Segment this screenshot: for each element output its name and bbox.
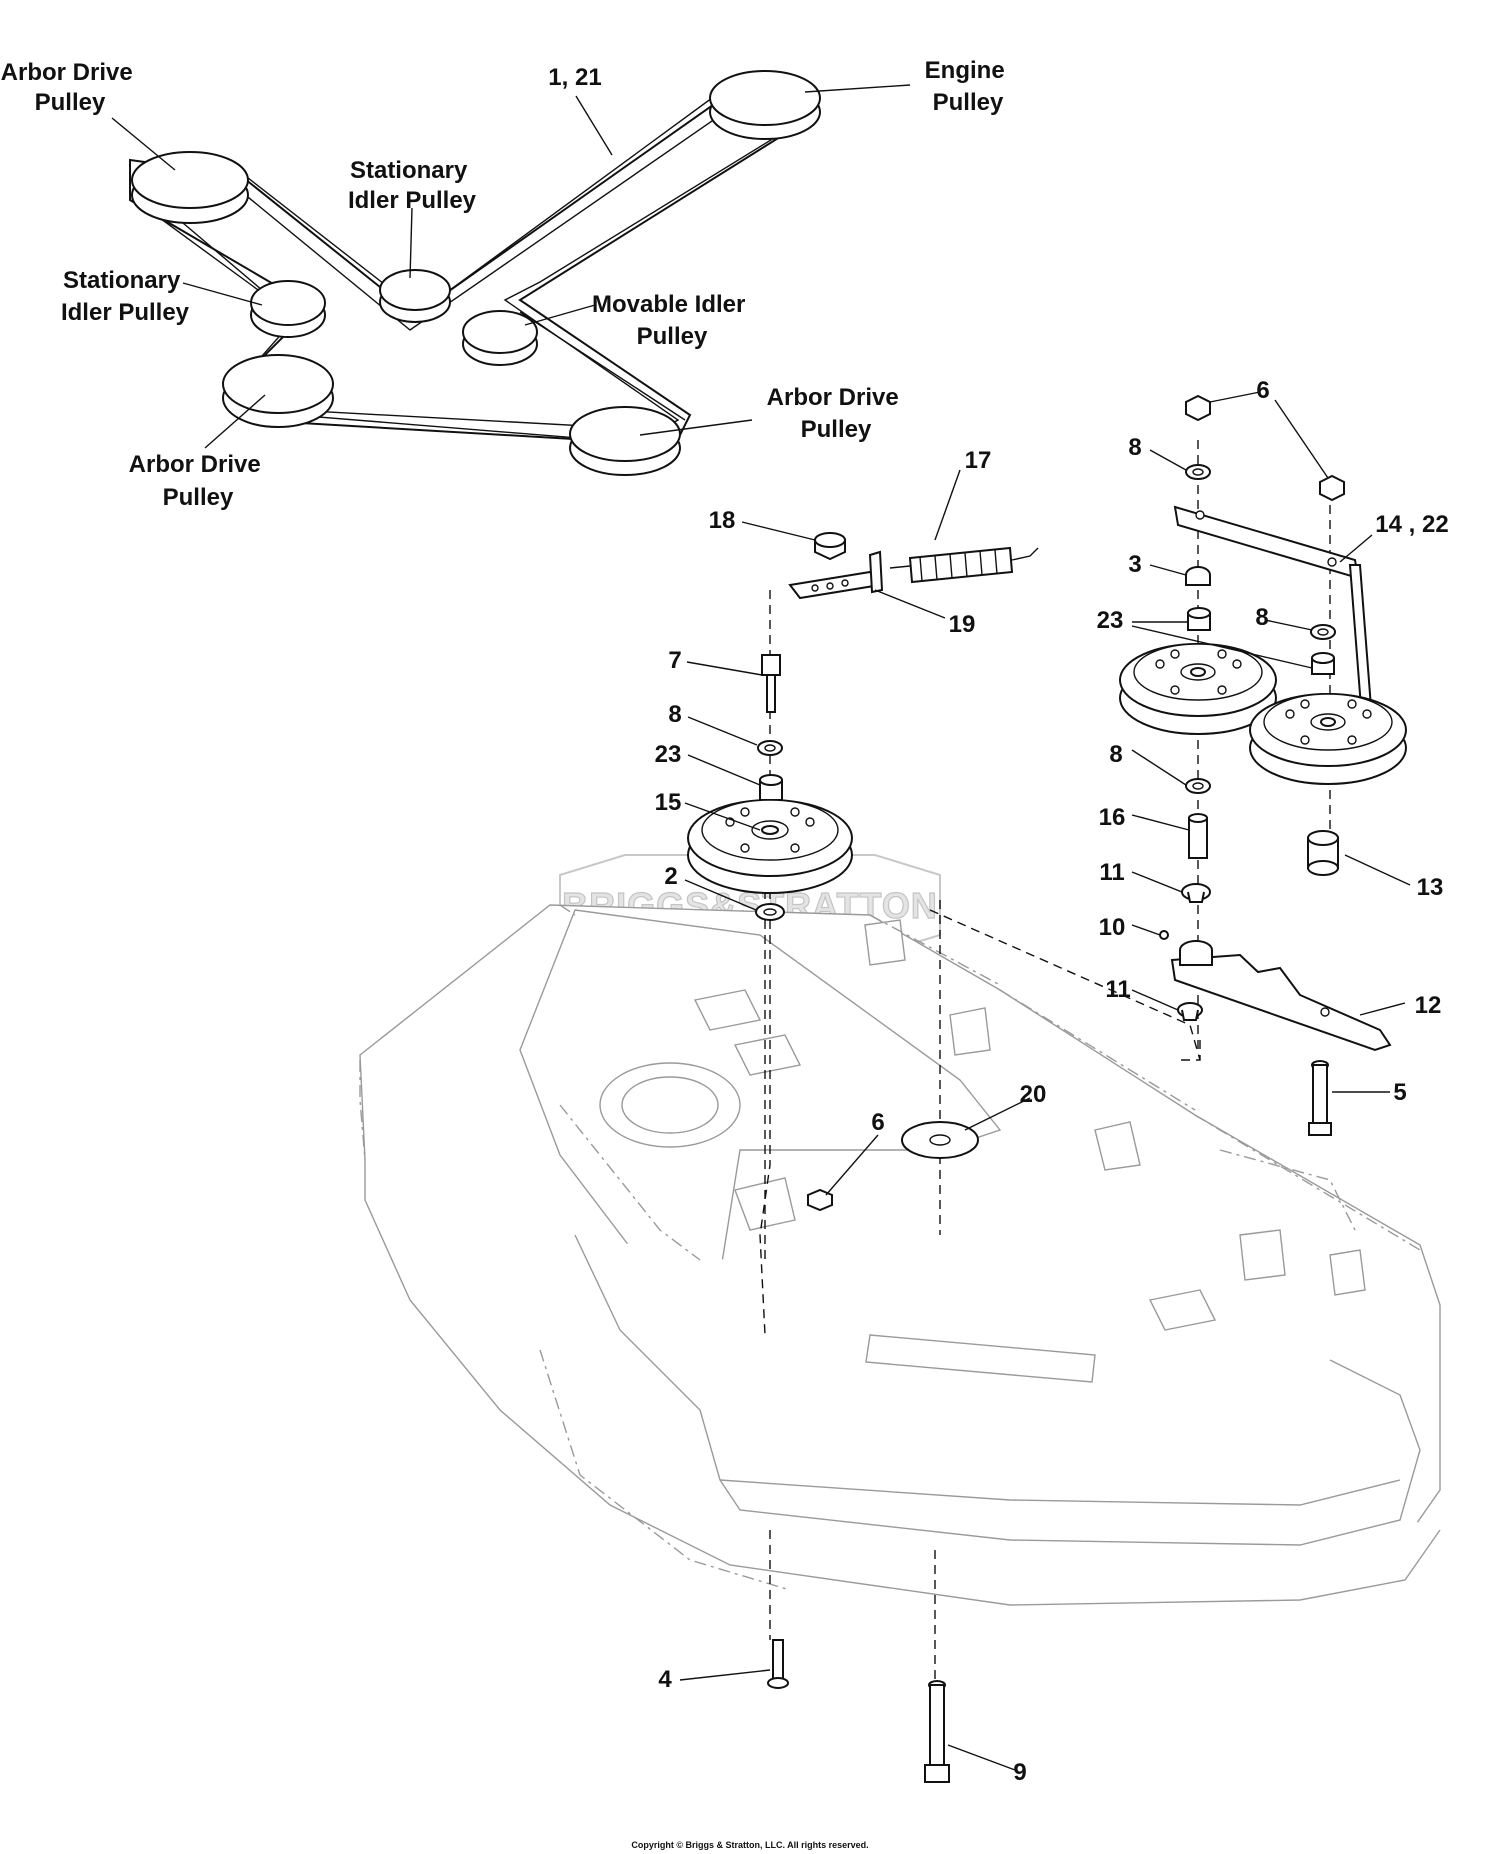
- part-14-22-idler-arm: [1173, 505, 1374, 721]
- label-part-6-top: 6: [1256, 377, 1269, 404]
- label-part-14-22: 14 , 22: [1375, 511, 1448, 538]
- leader-engine: [804, 84, 911, 93]
- label-part-8-right-mid: 8: [1255, 604, 1268, 631]
- label-part-23-right: 23: [1097, 607, 1124, 634]
- leader-stationary-left: [182, 282, 263, 306]
- arbor-drive-pulley-top-left: [131, 151, 249, 224]
- part-11-bushing-top: [1181, 883, 1211, 903]
- callout-engine-pulley: Engine Pulley: [925, 57, 1012, 116]
- part-10-fitting: [1159, 930, 1169, 940]
- label-part-18: 18: [709, 507, 736, 534]
- part-number-labels: 17 18 19 7 8 23 15 2 6 20 4 9 6 8 14 , 2…: [655, 377, 1449, 1786]
- idler-pulley-right-a: [1119, 643, 1277, 735]
- label-part-16: 16: [1099, 804, 1126, 831]
- part-7-bolt: [761, 654, 781, 713]
- part-13-spacer: [1307, 830, 1339, 876]
- part-5-bolt: [1308, 1060, 1332, 1136]
- part-23-spacer-left: [759, 774, 783, 801]
- leader-stationary-top: [409, 207, 413, 279]
- part-12-pivot-arm: [1170, 940, 1392, 1052]
- label-part-8-left: 8: [668, 701, 681, 728]
- left-idler-assembly: [687, 531, 1201, 1783]
- label-part-7: 7: [668, 647, 681, 674]
- label-part-15: 15: [655, 789, 682, 816]
- engine-pulley: [709, 70, 821, 140]
- label-part-9: 9: [1013, 1759, 1026, 1786]
- movable-idler-pulley: [462, 310, 538, 366]
- part-19-bracket: [788, 550, 884, 600]
- part-6-nut-top-right: [1319, 474, 1345, 502]
- callout-belt-ref: 1, 21: [548, 64, 601, 91]
- label-part-3: 3: [1128, 551, 1141, 578]
- part-3-bearing: [1185, 566, 1211, 586]
- part-8-washer-right-low: [1185, 778, 1211, 794]
- leader-movable: [524, 304, 596, 326]
- part-8-washer-left: [757, 740, 783, 756]
- label-part-8-right-top: 8: [1128, 434, 1141, 461]
- label-part-2: 2: [664, 863, 677, 890]
- stationary-idler-pulley-left: [250, 280, 326, 338]
- label-part-5: 5: [1393, 1079, 1406, 1106]
- label-part-23-left: 23: [655, 741, 682, 768]
- callout-arbor-drive-pulley-right: Arbor Drive Pulley: [767, 384, 906, 443]
- part-17-spring: [889, 546, 1039, 584]
- callout-movable-idler-pulley: Movable Idler Pulley: [592, 291, 752, 350]
- part-16-spacer: [1188, 813, 1208, 859]
- callout-arbor-drive-pulley-bottom: Arbor Drive Pulley: [129, 451, 268, 511]
- label-part-20: 20: [1020, 1081, 1047, 1108]
- part-15-idler-pulley: [687, 799, 853, 894]
- arbor-drive-pulley-right: [569, 406, 681, 476]
- part-9-bolt: [924, 1680, 950, 1783]
- leader-arbor-right: [639, 419, 753, 436]
- part-2-bushing: [755, 903, 785, 921]
- label-part-13: 13: [1417, 874, 1444, 901]
- part-4-bolt: [767, 1639, 789, 1689]
- callout-stationary-idler-pulley-top: Stationary Idler Pulley: [348, 157, 477, 214]
- label-part-11-top: 11: [1099, 859, 1124, 886]
- idler-pulley-right-b: [1249, 693, 1407, 785]
- part-20-washer: [901, 1121, 979, 1159]
- mower-deck: [359, 904, 1441, 1606]
- label-part-11-bottom: 11: [1105, 976, 1130, 1003]
- arbor-drive-pulley-bottom: [222, 354, 334, 428]
- belt-routing-diagram: [111, 70, 911, 476]
- part-23-spacer-right-a: [1187, 607, 1211, 631]
- part-leaders: [679, 391, 1411, 1771]
- label-part-12: 12: [1415, 992, 1442, 1019]
- part-8-washer-right-mid: [1310, 624, 1336, 640]
- leader-arbor-bottom: [204, 394, 266, 449]
- callout-arbor-drive-pulley-top-left: Arbor Drive Pulley: [1, 59, 140, 116]
- leader-belt: [575, 95, 613, 156]
- copyright-notice: Copyright © Briggs & Stratton, LLC. All …: [631, 1840, 868, 1850]
- part-18-nut: [814, 531, 846, 561]
- right-idler-assembly: [1119, 394, 1407, 1136]
- stationary-idler-pulley-top: [379, 269, 451, 323]
- label-part-8-right-low: 8: [1109, 741, 1122, 768]
- label-part-10: 10: [1099, 914, 1126, 941]
- label-part-4: 4: [658, 1666, 672, 1693]
- label-part-6-deck: 6: [871, 1109, 884, 1136]
- part-6-nut-top-left: [1185, 394, 1211, 422]
- part-8-washer-right-top: [1185, 464, 1211, 480]
- part-23-spacer-right-b: [1311, 652, 1335, 675]
- label-part-19: 19: [949, 611, 976, 638]
- callout-stationary-idler-pulley-left: Stationary Idler Pulley: [61, 267, 190, 326]
- deck-spindle-left: [599, 1062, 741, 1148]
- label-part-17: 17: [965, 447, 992, 474]
- leader-arbor-top-left: [111, 117, 176, 171]
